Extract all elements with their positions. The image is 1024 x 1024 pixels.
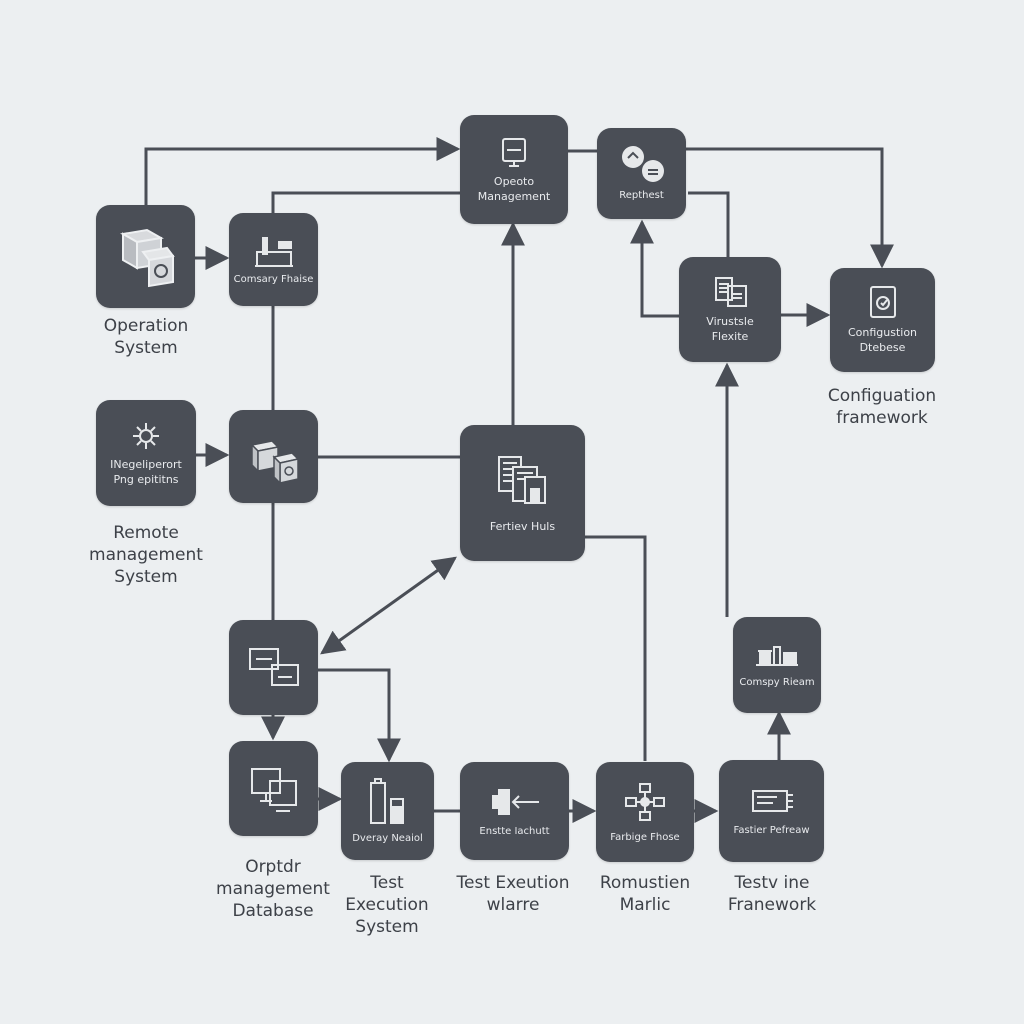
node-fertiev-huls[interactable]: Fertiev Huls: [460, 425, 585, 561]
factory-icon: [254, 237, 293, 267]
node-operation-system[interactable]: [96, 205, 195, 308]
label-configuration-database: Configustion Dtebese: [847, 326, 918, 354]
label-testrv-framework: Fastier Pefreaw: [733, 824, 810, 836]
box-stack-icon: [249, 439, 299, 483]
caption-test-execution-ware: Test Exeution wlarre: [456, 873, 570, 915]
node-remote-management[interactable]: INegeliperort Png epititns: [96, 400, 196, 506]
caption-romustien-marlic: Romustien Marlic: [599, 873, 691, 915]
edge-repthest-to-config: [686, 147, 894, 269]
shield-document-icon: [869, 286, 896, 318]
label-remote-management: INegeliperort Png epititns: [110, 458, 182, 486]
edge-hub-to-romustien: [585, 535, 647, 761]
caption-configuration-framework: Configuation framework: [827, 386, 937, 428]
node-testrv-framework[interactable]: Fastier Pefreaw: [719, 760, 824, 862]
label-romustien-marlic: Farbige Fhose: [610, 831, 680, 843]
gears-icon: [621, 146, 664, 182]
industrial-icon: [756, 645, 798, 666]
node-factory-boxes[interactable]: [229, 410, 318, 503]
edge-hub-monitors-bidirectional: [320, 556, 457, 655]
caption-test-execution-system: Test Execution System: [345, 873, 429, 937]
edge-fleet-to-management: [271, 191, 460, 213]
battery-icon: [369, 777, 404, 824]
caption-testrv-framework: Testv ine Franework: [727, 873, 817, 915]
edge-repthest-loop: [688, 191, 730, 257]
label-fertiev-huls: Fertiev Huls: [489, 519, 556, 533]
tray-icon: [751, 789, 793, 812]
label-test-execution-ware: Enstte Iachutt: [479, 825, 550, 837]
server-boxes-icon: [119, 228, 175, 287]
computer-screens-icon: [250, 767, 297, 812]
node-opeoto-management[interactable]: Opeoto Management: [460, 115, 568, 224]
node-monitors[interactable]: [229, 620, 318, 715]
caption-operation-system: Operation System: [103, 316, 189, 358]
node-configuration-database[interactable]: Configustion Dtebese: [830, 268, 935, 372]
caption-orptdr-database: Orptdr management Database: [216, 857, 330, 921]
node-company-fleet[interactable]: Comsary Fhaise: [229, 213, 318, 306]
node-virustsle-flexite[interactable]: Virustsle Flexite: [679, 257, 781, 362]
documents-icon: [715, 276, 747, 307]
network-gear-icon: [133, 423, 159, 449]
edge-monitors-to-testsys: [318, 668, 401, 763]
node-repthest[interactable]: Repthest: [597, 128, 686, 219]
label-company-fleet: Comsary Fhaise: [233, 274, 314, 285]
node-test-execution-ware[interactable]: Enstte Iachutt: [460, 762, 569, 860]
label-virustsle-flexite: Virustsle Flexite: [706, 314, 754, 343]
node-test-execution-system[interactable]: Dveray Neaiol: [341, 762, 434, 860]
file-stack-icon: [497, 455, 546, 504]
label-opeoto-management: Opeoto Management: [477, 174, 551, 203]
connector-arrow-icon: [491, 788, 539, 815]
node-company-room[interactable]: Comspy Rieam: [733, 617, 821, 713]
label-company-room: Comspy Rieam: [739, 676, 815, 688]
edge-opsys-to-management: [144, 137, 461, 205]
edge-virustsle-to-repthest: [630, 219, 679, 318]
network-hub-icon: [625, 782, 665, 821]
label-test-execution-system: Dveray Neaiol: [352, 832, 423, 844]
caption-remote-management: Remote management System: [89, 523, 203, 587]
label-repthest: Repthest: [619, 190, 664, 201]
node-orptdr-database[interactable]: [229, 741, 318, 836]
node-romustien-marlic[interactable]: Farbige Fhose: [596, 762, 694, 862]
monitor-icon: [502, 137, 526, 167]
dual-monitor-icon: [248, 647, 299, 686]
